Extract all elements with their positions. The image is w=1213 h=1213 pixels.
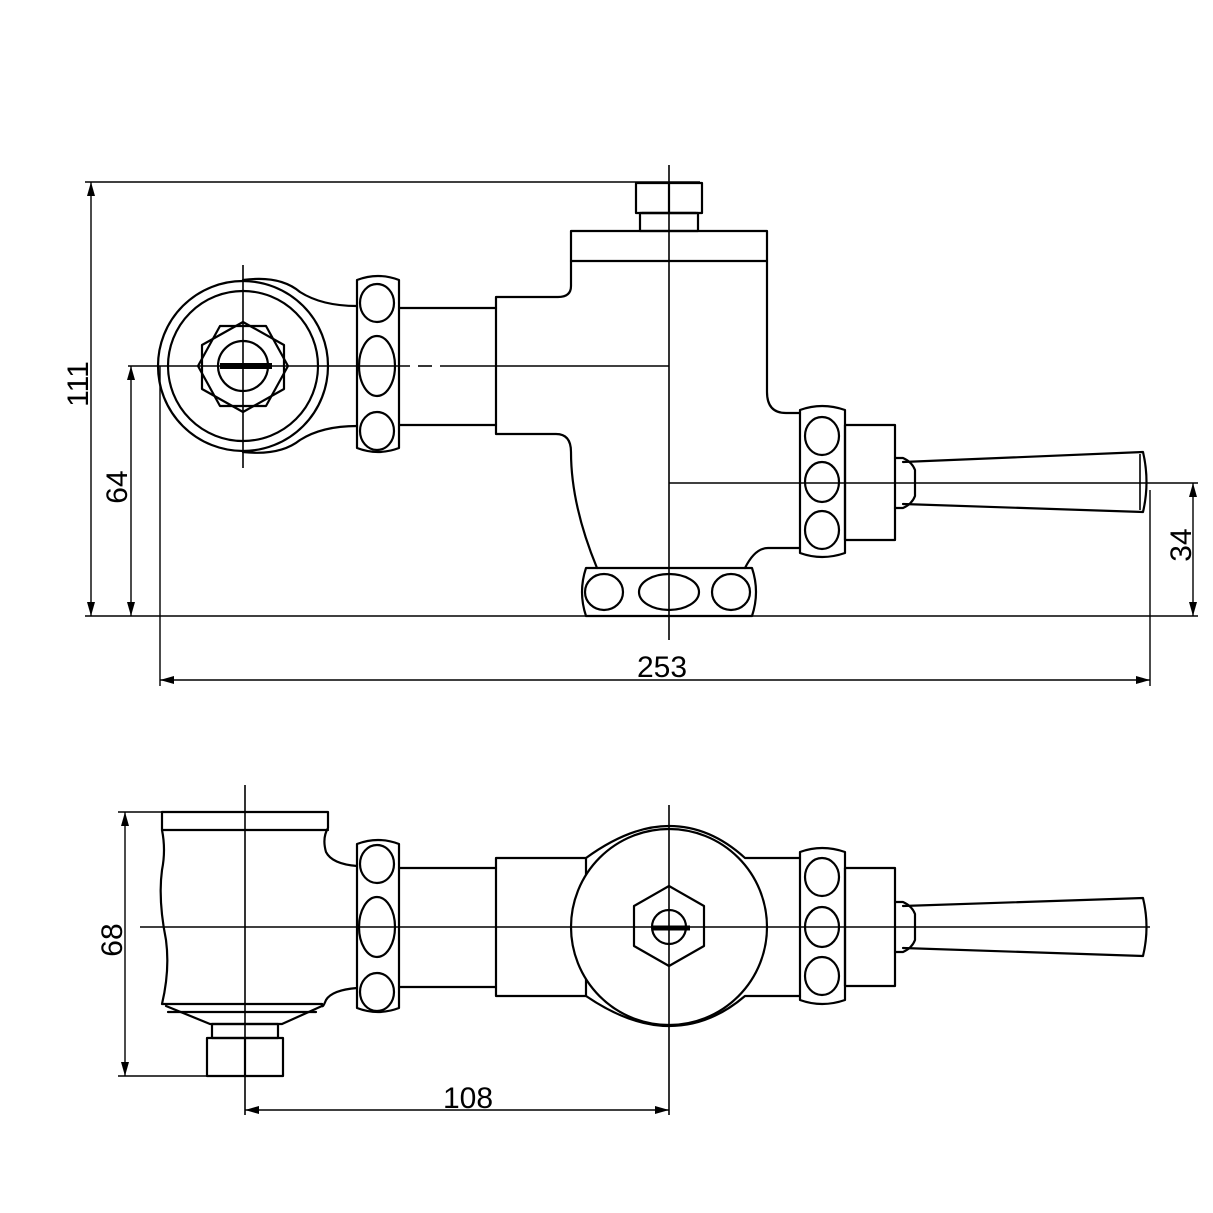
plan-lever-coupling-nut (798, 846, 917, 1006)
dim-label-overall-height: 111 (62, 361, 95, 407)
inlet-pipe (398, 306, 498, 427)
top-plan-view (140, 785, 1150, 1115)
dim-label-inlet-to-outlet: 108 (443, 1082, 493, 1115)
dim-label-overall-length: 253 (637, 651, 687, 684)
plan-valve-body (569, 824, 802, 1028)
side-elevation-view (85, 165, 1198, 640)
plan-inlet-coupling-nut (355, 838, 401, 1014)
dim-label-inlet-height: 64 (101, 470, 134, 503)
dim-label-lever-height: 34 (1165, 528, 1198, 561)
flush-lever-handle (901, 450, 1148, 514)
side-centerlines (128, 165, 1198, 640)
plan-centerlines (140, 785, 1150, 1115)
plan-dimensions (118, 811, 669, 1114)
lever-coupling-nut (798, 404, 917, 559)
inlet-coupling-nut (355, 274, 401, 454)
inlet-elbow (159, 810, 359, 1078)
dim-label-plan-depth: 68 (96, 923, 129, 956)
valve-body (494, 229, 802, 618)
side-dimensions (85, 181, 1197, 686)
